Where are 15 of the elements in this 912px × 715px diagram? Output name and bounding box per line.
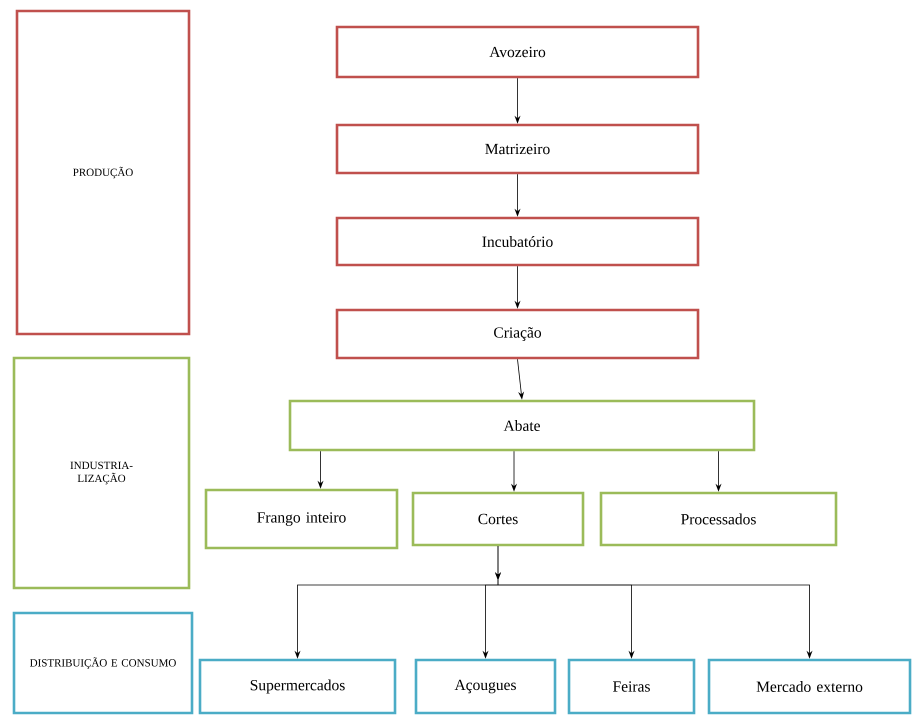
process-box: Avozeiro — [336, 26, 700, 78]
process-box: Frango inteiro — [204, 488, 398, 550]
stage-box: DISTRIBUIÇÃO E CONSUMO — [12, 612, 194, 714]
process-box: Criação — [336, 308, 700, 360]
process-box: Mercado externo — [708, 658, 912, 714]
process-box: Processados — [600, 492, 838, 546]
process-box: Cortes — [412, 492, 584, 546]
stage-box: PRODUÇÃO — [16, 10, 190, 336]
process-box: Abate — [288, 400, 756, 452]
process-box: Açougues — [414, 658, 556, 714]
stage-box: INDUSTRIA- LIZAÇÃO — [12, 356, 190, 590]
process-box: Supermercados — [198, 658, 396, 714]
process-box: Feiras — [568, 658, 696, 714]
process-box: Matrizeiro — [336, 124, 700, 174]
process-box: Incubatório — [336, 216, 700, 266]
